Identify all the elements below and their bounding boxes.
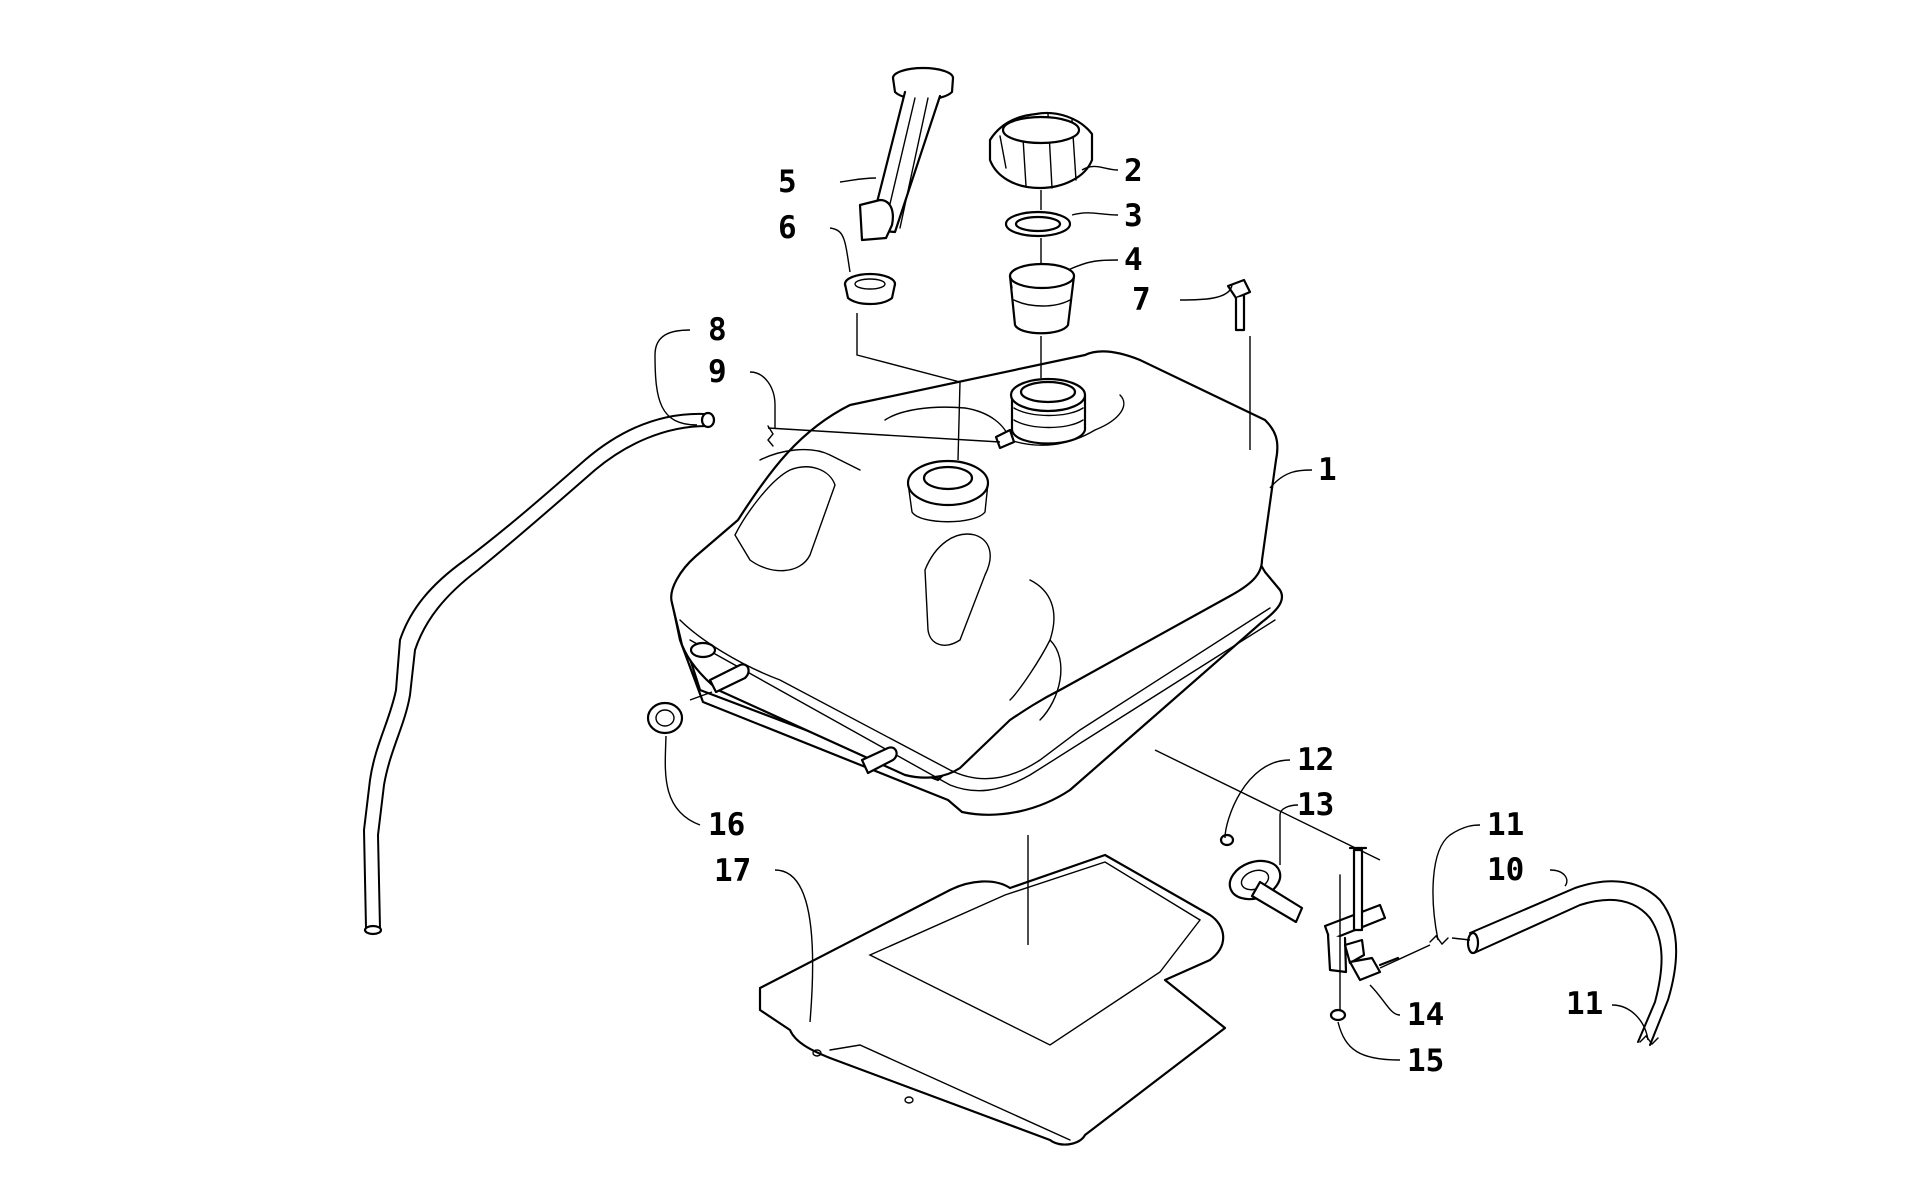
- callout-4: 4: [1124, 242, 1143, 278]
- callout-8: 8: [708, 312, 727, 348]
- mounting-screw: [1226, 278, 1252, 332]
- callout-6: 6: [778, 210, 797, 246]
- fuel-valve: [1323, 846, 1400, 1011]
- callout-pointers: [654, 165, 1649, 1061]
- fuel-hose-clamp-lower: [1639, 1034, 1659, 1046]
- callout-11-upper: 11: [1487, 807, 1524, 843]
- vent-hose-clamp: [767, 425, 774, 447]
- callout-14: 14: [1407, 997, 1444, 1033]
- callout-11-lower: 11: [1566, 986, 1603, 1022]
- filler-strainer: [1008, 262, 1076, 335]
- callout-16: 16: [708, 807, 745, 843]
- callout-17: 17: [714, 853, 751, 889]
- valve-nut: [1329, 1008, 1347, 1022]
- callout-1: 1: [1318, 452, 1337, 488]
- fuel-cap: [988, 111, 1094, 190]
- callout-9: 9: [708, 354, 727, 390]
- callout-labels: 1 2 3 4 5 6 7 8 9 10 11 11 12 13 14 15 1…: [708, 153, 1603, 1079]
- callout-2: 2: [1124, 153, 1143, 189]
- callout-15: 15: [1407, 1043, 1444, 1079]
- callout-3: 3: [1124, 198, 1143, 234]
- callout-7: 7: [1132, 282, 1151, 318]
- vent-hose: [363, 411, 716, 936]
- fuel-level-sender: [858, 66, 955, 242]
- valve-gasket: [1228, 859, 1304, 924]
- fuel-hose: [1466, 880, 1678, 1046]
- callout-13: 13: [1297, 787, 1334, 823]
- heat-shield: [758, 853, 1227, 1146]
- sender-grommet: [843, 272, 897, 306]
- fuel-tank: [670, 350, 1284, 816]
- tank-grommet: [646, 701, 684, 735]
- callout-12: 12: [1297, 742, 1334, 778]
- fuel-hose-clamp-upper: [1429, 934, 1449, 946]
- callout-5: 5: [778, 164, 797, 200]
- valve-screw: [1219, 833, 1235, 847]
- leader-lines: [689, 190, 1471, 969]
- callout-10: 10: [1487, 852, 1524, 888]
- cap-gasket: [1004, 210, 1072, 238]
